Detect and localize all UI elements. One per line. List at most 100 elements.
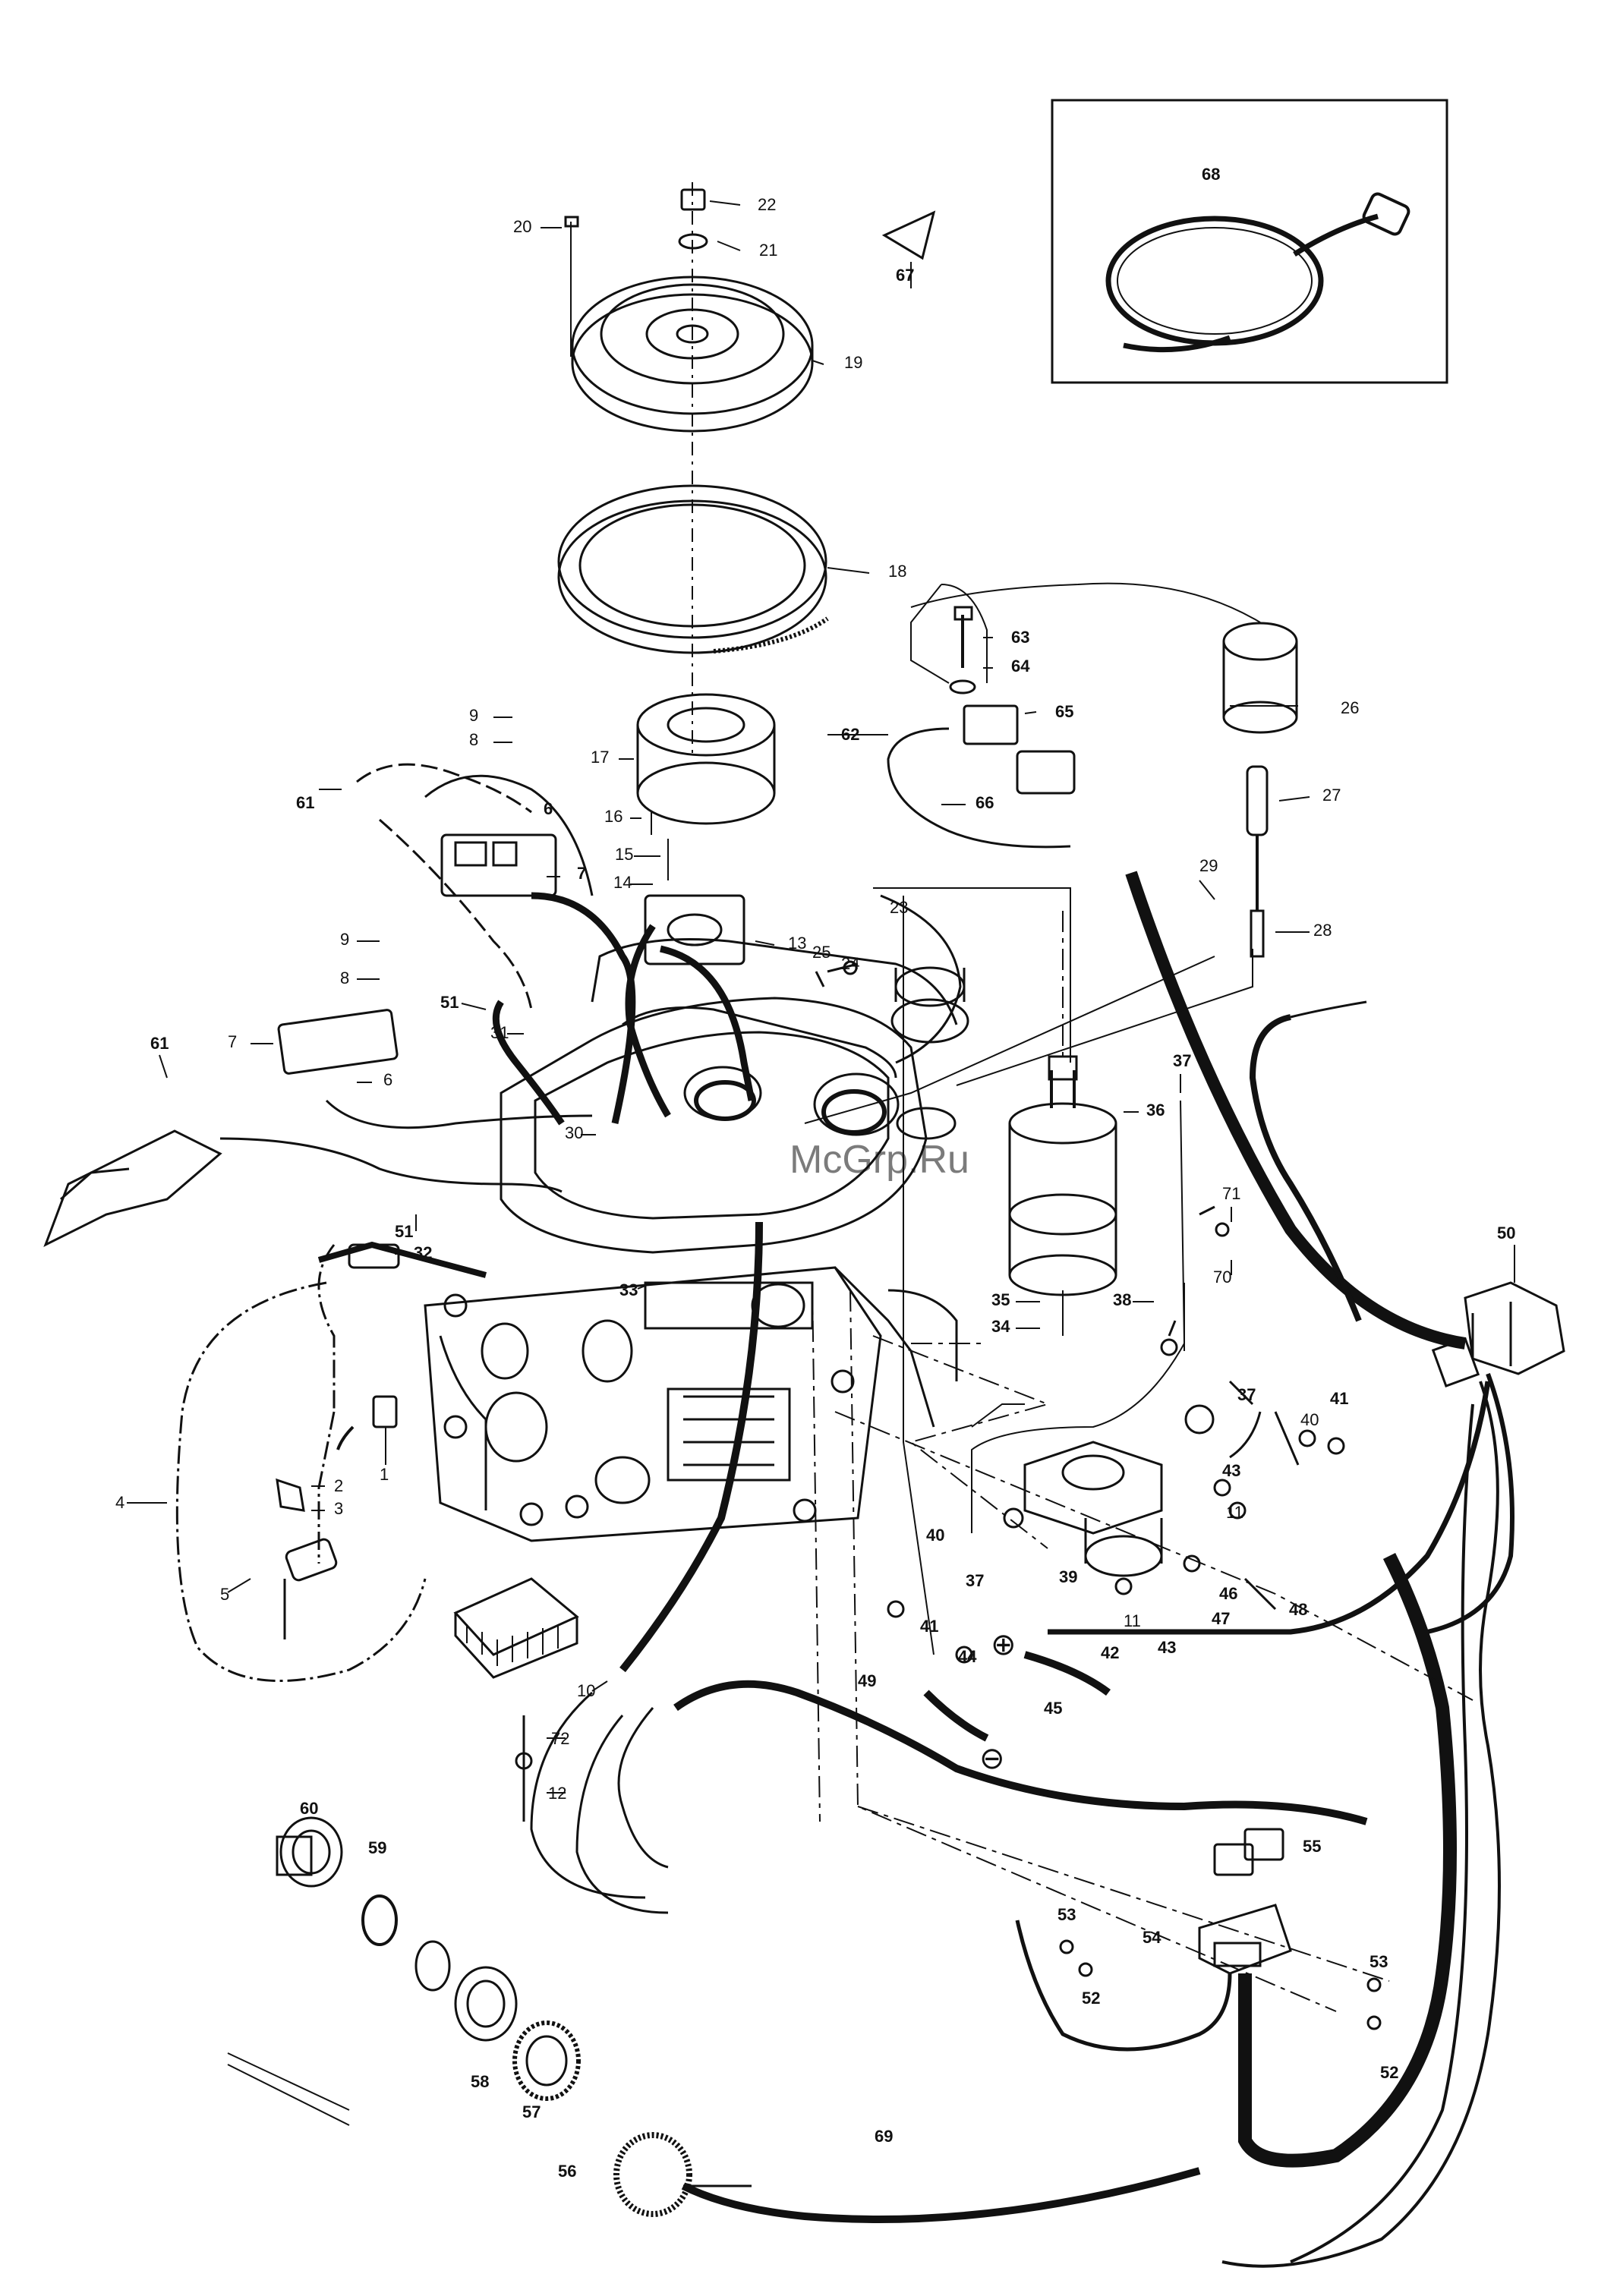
callout-8a: 8 [469, 730, 478, 749]
inset-box-68 [1052, 100, 1447, 383]
callout-39: 39 [1059, 1567, 1077, 1586]
watermark-text: McGrp.Ru [790, 1138, 969, 1182]
engine-block [425, 896, 964, 1541]
callout-34: 34 [991, 1317, 1010, 1336]
callout-9b: 9 [340, 930, 349, 949]
callout-61b: 61 [150, 1034, 169, 1053]
callout-11b: 11 [1226, 1503, 1243, 1522]
relay-bracket [1199, 1829, 1291, 1973]
callout-40a: 40 [926, 1526, 944, 1545]
trigger-modules [278, 764, 632, 1128]
flywheel-assembly [566, 182, 812, 759]
spark-coil-lead [1224, 623, 1297, 956]
callout-54: 54 [1143, 1928, 1161, 1947]
callout-7a: 7 [577, 864, 586, 883]
callout-63: 63 [1011, 628, 1029, 647]
dashed-guides [812, 911, 1473, 2011]
callout-71: 71 [1222, 1184, 1240, 1203]
callout-28: 28 [1313, 921, 1332, 940]
callout-49: 49 [858, 1671, 876, 1690]
callout-22: 22 [758, 195, 776, 214]
callout-3: 3 [334, 1499, 343, 1518]
callout-19: 19 [844, 353, 862, 372]
harness-loop-4 [177, 1245, 425, 1681]
callout-50: 50 [1497, 1224, 1515, 1242]
callout-6b: 6 [383, 1070, 392, 1089]
minus-terminal-icon: ⊖ [979, 1742, 1005, 1775]
callout-33: 33 [619, 1280, 638, 1299]
ignition-coil [1010, 1057, 1116, 1336]
callout-53b: 53 [1369, 1952, 1388, 1971]
callout-32: 32 [414, 1243, 432, 1262]
callout-9a: 9 [469, 706, 478, 725]
seal-stack [228, 1818, 752, 2214]
callout-15: 15 [615, 845, 633, 864]
callout-20: 20 [513, 217, 531, 236]
callout-17: 17 [591, 748, 609, 767]
callout-68: 68 [1202, 165, 1220, 184]
hub [638, 694, 774, 880]
callout-7b: 7 [228, 1032, 237, 1051]
callout-24: 24 [841, 954, 859, 973]
callout-51b: 51 [395, 1222, 413, 1241]
callout-56: 56 [558, 2162, 576, 2181]
callout-29: 29 [1199, 856, 1218, 875]
callout-1: 1 [380, 1465, 389, 1484]
callout-47: 47 [1212, 1609, 1230, 1628]
callout-69: 69 [875, 2127, 893, 2146]
callout-51a: 51 [440, 993, 459, 1012]
callout-61a: 61 [296, 793, 314, 812]
callout-41b: 41 [1330, 1389, 1348, 1408]
callout-leaders [127, 201, 1514, 1793]
callout-48: 48 [1289, 1600, 1307, 1619]
callout-21: 21 [759, 241, 777, 260]
callout-41a: 41 [920, 1617, 938, 1636]
callout-27: 27 [1322, 786, 1341, 805]
terminal-block-61 [46, 1131, 562, 1245]
starter-solenoid [1004, 1442, 1161, 1576]
callout-26: 26 [1341, 698, 1359, 717]
callout-38: 38 [1113, 1290, 1131, 1309]
callout-35: 35 [991, 1290, 1010, 1309]
callout-64: 64 [1011, 657, 1030, 676]
callout-70: 70 [1213, 1268, 1231, 1287]
callout-67: 67 [896, 266, 914, 285]
fasteners [816, 962, 1380, 2029]
callout-46: 46 [1219, 1584, 1237, 1603]
sensors [277, 1245, 399, 1639]
callout-16: 16 [604, 807, 622, 826]
callout-53a: 53 [1057, 1905, 1076, 1924]
callout-30: 30 [565, 1123, 583, 1142]
callout-52a: 52 [1082, 1989, 1100, 2008]
callout-18: 18 [888, 562, 906, 581]
callout-14: 14 [613, 873, 632, 892]
callout-4: 4 [115, 1493, 124, 1512]
callout-65: 65 [1055, 702, 1073, 721]
callout-37c: 37 [966, 1571, 984, 1590]
callout-11a: 11 [1124, 1611, 1141, 1630]
callout-44: 44 [958, 1647, 977, 1666]
callout-59: 59 [368, 1838, 386, 1857]
callout-37a: 37 [1173, 1051, 1191, 1070]
callout-57: 57 [522, 2102, 541, 2121]
callout-40b: 40 [1300, 1410, 1319, 1429]
wire-harness [319, 873, 1512, 2266]
callout-37b: 37 [1237, 1385, 1256, 1404]
callout-25: 25 [812, 943, 831, 962]
callout-60: 60 [300, 1799, 318, 1818]
callout-36: 36 [1146, 1101, 1165, 1120]
callout-42: 42 [1101, 1643, 1119, 1662]
callout-52b: 52 [1380, 2063, 1398, 2082]
callout-2: 2 [334, 1476, 343, 1495]
callout-66: 66 [976, 793, 994, 812]
callout-31: 31 [490, 1023, 509, 1042]
callout-55: 55 [1303, 1837, 1321, 1856]
plus-terminal-icon: ⊕ [991, 1628, 1016, 1661]
callout-5: 5 [220, 1585, 229, 1604]
callout-13: 13 [788, 934, 806, 953]
callout-45: 45 [1044, 1699, 1062, 1718]
callout-43b: 43 [1158, 1638, 1176, 1657]
callout-6a: 6 [544, 799, 553, 818]
main-connector [1433, 1283, 1564, 1386]
